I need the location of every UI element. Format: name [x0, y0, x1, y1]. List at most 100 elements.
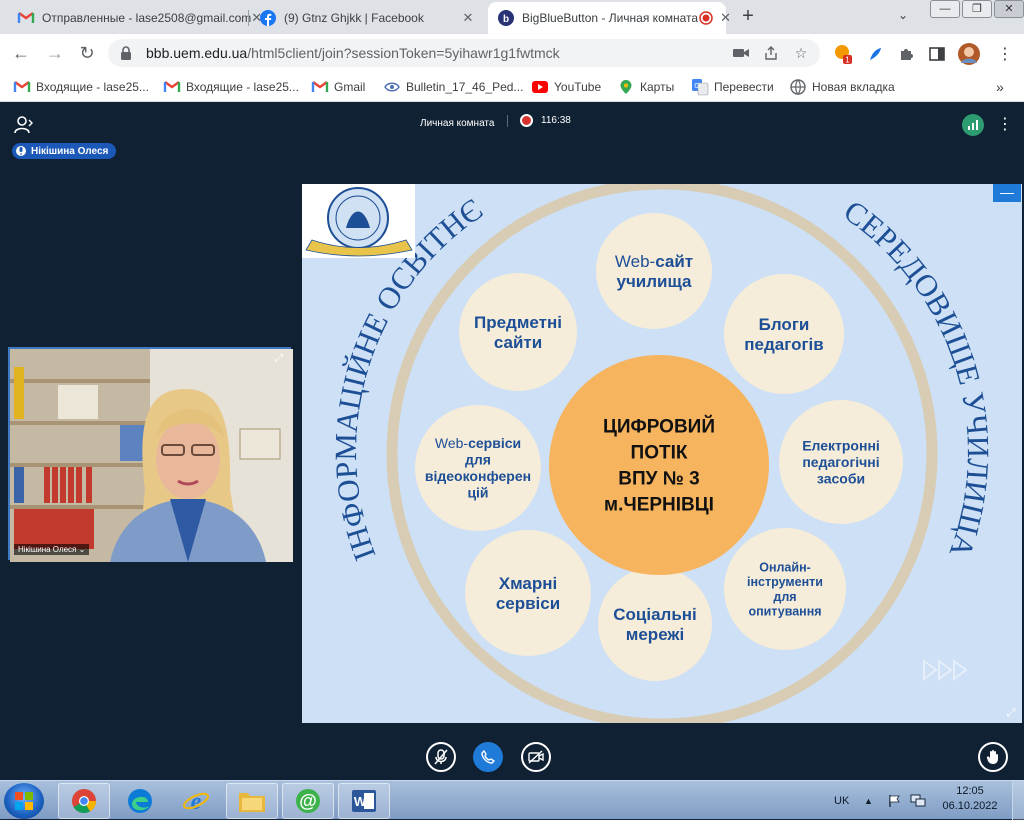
back-arrow-icon[interactable]: ← [12, 43, 30, 63]
tab-facebook[interactable]: (9) Gtnz Ghjkk | Facebook ✕ [250, 2, 486, 34]
bookmark-item[interactable]: Gmail [311, 78, 366, 96]
bubble-label-line: Онлайн- [759, 560, 811, 574]
taskbar-edge[interactable] [114, 783, 166, 819]
show-hidden-icons-icon[interactable]: ▲ [864, 795, 873, 806]
bookmark-item[interactable]: Карты [618, 78, 674, 96]
options-menu-icon[interactable]: ⋮ [997, 116, 1013, 133]
taskbar-chrome[interactable] [58, 783, 110, 819]
record-icon [520, 114, 533, 127]
center-circle [549, 355, 769, 575]
taskbar-word[interactable]: W [338, 783, 390, 819]
bookmarks-overflow-button[interactable]: » [996, 79, 1004, 95]
minimize-button[interactable]: — [930, 0, 960, 18]
bubble-circle [598, 567, 712, 681]
recording-indicator-icon [698, 10, 714, 26]
bubble-circle [596, 213, 712, 329]
tab-title: Отправленные - lase2508@gmail.com [42, 11, 252, 25]
svg-text:W: W [354, 794, 367, 809]
action-center-flag-icon[interactable] [888, 781, 902, 820]
bookmark-item[interactable]: G Перевести [692, 78, 774, 96]
recording-indicator[interactable]: 116:38 [507, 114, 571, 127]
network-icon[interactable] [910, 781, 926, 820]
bubble-label-line: Блоги [759, 315, 810, 334]
show-desktop-button[interactable] [1012, 781, 1024, 820]
hand-icon [986, 750, 998, 764]
bookmark-label: Gmail [334, 80, 366, 94]
taskbar-file-explorer[interactable] [226, 783, 278, 819]
bubble-label-line: Web-сайт [615, 252, 693, 271]
share-icon[interactable] [760, 42, 782, 64]
bookmark-label: Новая вкладка [812, 80, 895, 94]
globe-icon [790, 79, 806, 95]
fullscreen-icon[interactable]: ⤢ [1006, 707, 1016, 719]
close-window-button[interactable]: ✕ [994, 0, 1024, 18]
windows-taskbar: e @ W UK ▲ 12:05 06.10.2022 [0, 780, 1024, 820]
taskbar-internet-explorer[interactable]: e [170, 783, 222, 819]
restore-button[interactable]: ❐ [962, 0, 992, 18]
bookmark-star-icon[interactable]: ☆ [794, 44, 808, 61]
bookmark-item[interactable]: Входящие - lase25... [13, 78, 149, 96]
tab-bigbluebutton[interactable]: b BigBlueButton - Личная комната ✕ [488, 2, 731, 34]
address-bar[interactable]: bbb.uem.edu.ua/html5client/join?sessionT… [108, 39, 820, 67]
extensions-puzzle-icon[interactable] [896, 43, 918, 65]
connection-status-icon[interactable] [962, 114, 984, 136]
webcam-video[interactable]: Нікішина Олеся ⌄ ⤢ [8, 347, 293, 562]
bubble-label-line: педагогічні [802, 454, 879, 470]
raise-hand-button[interactable] [978, 742, 1008, 772]
share-webcam-button[interactable] [521, 742, 551, 772]
svg-text:1: 1 [845, 56, 850, 65]
lock-icon[interactable] [120, 46, 134, 60]
bubble-label-line: для [465, 452, 491, 468]
close-icon[interactable]: ✕ [462, 10, 474, 25]
side-panel-icon[interactable] [926, 43, 948, 65]
new-tab-button[interactable]: + [742, 5, 754, 27]
talking-indicator[interactable]: Нікішина Олеся [12, 143, 117, 159]
leave-audio-button[interactable] [473, 742, 503, 772]
bookmarks-bar: Входящие - lase25... Входящие - lase25..… [0, 72, 1024, 102]
close-icon[interactable]: ✕ [251, 10, 263, 25]
svg-text:G: G [694, 83, 699, 90]
mail-at-icon: @ [296, 789, 320, 813]
browser-toolbar: ← → ↻ bbb.uem.edu.ua/html5client/join?se… [0, 34, 1024, 72]
slide-canvas: ІНФОРМАЦІЙНЕ ОСВІТНЄ СЕРЕДОВИЩЕ УЧИЛИЩА … [302, 178, 1022, 730]
feather-extension-icon[interactable] [864, 43, 886, 65]
bookmark-item[interactable]: Новая вкладка [790, 78, 895, 96]
bubble-circle [459, 273, 577, 391]
bookmark-label: YouTube [554, 80, 602, 94]
browser-menu-icon[interactable]: ⋮ [997, 46, 1013, 63]
center-text-line: ВПУ № 3 [618, 469, 700, 490]
start-button[interactable] [4, 783, 44, 819]
profile-avatar[interactable] [958, 43, 980, 65]
taskbar-mail[interactable]: @ [282, 783, 334, 819]
mute-microphone-button[interactable] [426, 742, 456, 772]
forward-arrow-icon[interactable]: → [46, 43, 64, 63]
bookmark-item[interactable]: Входящие - lase25... [163, 78, 299, 96]
reload-icon[interactable]: ↻ [79, 43, 95, 63]
webcam-user-name[interactable]: Нікішина Олеся ⌄ [14, 544, 90, 555]
tab-search-chevron-icon[interactable]: ⌄ [898, 8, 909, 22]
language-indicator[interactable]: UK [834, 794, 850, 807]
phone-icon [481, 749, 496, 764]
windows-logo-icon [15, 792, 33, 810]
users-list-toggle-icon[interactable] [14, 116, 36, 138]
camera-in-use-icon[interactable] [730, 42, 752, 64]
presentation-slide[interactable]: ІНФОРМАЦІЙНЕ ОСВІТНЄ СЕРЕДОВИЩЕ УЧИЛИЩА … [302, 178, 1022, 730]
tab-gmail-sent[interactable]: Отправленные - lase2508@gmail.com ✕ [8, 2, 262, 34]
bubble-label-line: Хмарні [499, 574, 558, 593]
bookmark-item[interactable]: YouTube [532, 78, 601, 96]
url-text[interactable]: bbb.uem.edu.ua/html5client/join?sessionT… [146, 45, 560, 61]
bubble-label-line: мережі [626, 625, 684, 644]
center-text-line: ПОТІК [631, 443, 688, 464]
close-icon[interactable]: ✕ [720, 10, 731, 25]
extension-icon[interactable]: 1 [832, 43, 854, 65]
clock-date: 06.10.2022 [942, 800, 998, 812]
minimize-presentation-button[interactable]: — [993, 184, 1021, 202]
fullscreen-icon[interactable]: ⤢ [275, 353, 283, 364]
action-bar [0, 732, 1024, 780]
center-text-line: ЦИФРОВИЙ [603, 416, 715, 438]
bubble-circle [415, 405, 541, 531]
bookmark-item[interactable]: Bulletin_17_46_Ped... [384, 78, 523, 96]
system-clock[interactable]: 12:05 06.10.2022 [940, 784, 1000, 814]
